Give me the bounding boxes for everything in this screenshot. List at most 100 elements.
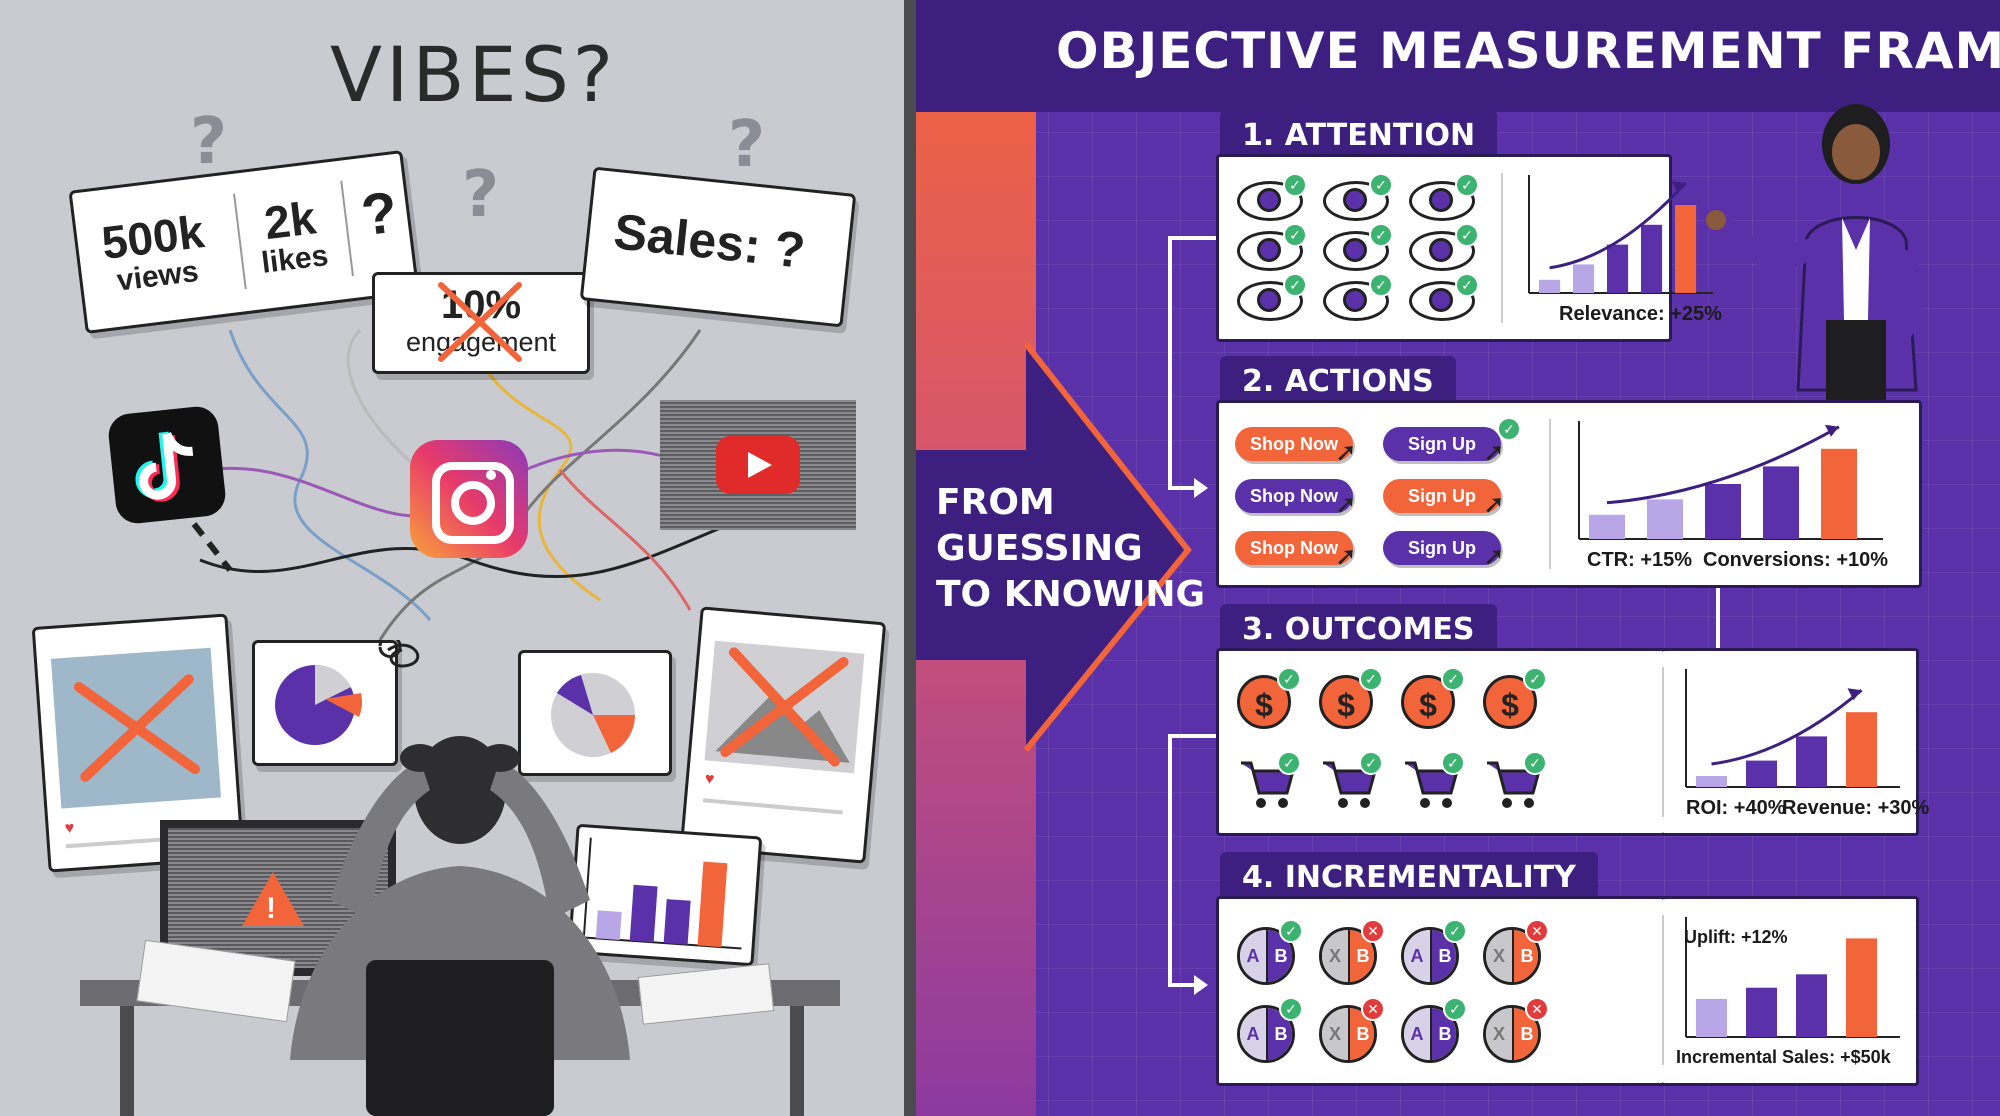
pie-chart-icon — [275, 664, 362, 745]
cursor-icon: ➚ — [1483, 541, 1505, 571]
chart-bar — [1647, 499, 1683, 539]
ctr-metric: CTR: +15% — [1587, 549, 1693, 571]
chaos-panel: VIBES? ? ? ? 500k views 2k likes ? 10% e… — [0, 0, 904, 1116]
outcome-icon-grid: $✓✓$✓✓$✓✓$✓✓ — [1237, 665, 1557, 825]
stage-tag-attention: 1. ATTENTION — [1220, 110, 1498, 159]
check-icon: ✓ — [1369, 273, 1393, 297]
stage-panel-attention: ✓✓✓✓✓✓✓✓✓ Relevance: +25% — [1216, 154, 1722, 342]
check-icon: ✓ — [1283, 173, 1307, 197]
question-mark: ? — [190, 105, 228, 179]
chart-bar — [1846, 712, 1877, 787]
stage-panel-actions: Shop Now➚Sign Up➚Shop Now➚Sign Up➚Shop N… — [1216, 400, 1922, 588]
check-icon: ✓ — [1359, 667, 1383, 691]
tiktok-icon — [106, 404, 228, 526]
chart-bar — [1796, 736, 1827, 787]
cross-icon: ✕ — [1361, 919, 1385, 943]
check-icon: ✓ — [1369, 173, 1393, 197]
cta-button[interactable]: Sign Up — [1383, 531, 1501, 565]
trend-arrow — [1606, 425, 1840, 505]
likes-value: 2k — [261, 191, 319, 250]
incrementality-bar-chart — [1685, 917, 1900, 1038]
sales-label: Sales: ? — [611, 203, 808, 279]
cta-button[interactable]: Sign Up — [1383, 427, 1501, 461]
check-icon: ✓ — [1455, 273, 1479, 297]
trend-arrow-head — [1847, 688, 1862, 701]
cta-button[interactable]: Shop Now — [1235, 479, 1353, 513]
broken-link-icon — [191, 522, 233, 572]
youtube-icon — [716, 436, 800, 494]
transition-line: FROM — [936, 482, 1055, 523]
social-post-card: ♥ — [679, 606, 887, 864]
warning-icon — [242, 872, 304, 926]
cta-button[interactable]: Shop Now — [1235, 427, 1353, 461]
youtube-static-screen — [660, 400, 856, 530]
presenter-woman — [1706, 104, 1925, 400]
cursor-icon: ➚ — [1335, 437, 1357, 467]
bar-chart-icon — [582, 837, 742, 950]
conversions-metric: Conversions: +10% — [1703, 549, 1889, 571]
chart-bar — [1696, 776, 1727, 787]
chart-bar — [1763, 466, 1799, 539]
cta-button-grid: Shop Now➚Sign Up➚Shop Now➚Sign Up➚Shop N… — [1235, 417, 1535, 577]
eye-icon — [1237, 231, 1303, 271]
shopping-cart-icon — [1241, 761, 1295, 808]
incrementality-chart-panel: Uplift: +12% Incremental Sales: +$50k — [1662, 896, 1919, 1086]
chart-bar — [1573, 264, 1595, 293]
cursor-icon: ➚ — [1335, 541, 1357, 571]
warning-glyph: ! — [266, 892, 276, 925]
transition-arrow — [916, 342, 1192, 752]
cross-out-icon — [438, 282, 522, 362]
heart-icon: ♥ — [704, 770, 716, 789]
check-icon: ✓ — [1441, 667, 1465, 691]
cursor-icon: ➚ — [1335, 489, 1357, 519]
stage-tag-incrementality: 4. INCREMENTALITY — [1220, 852, 1598, 901]
cross-icon: ✕ — [1361, 997, 1385, 1021]
engagement-card: 10% engagement — [372, 272, 590, 374]
uplift-metric: Uplift: +12% — [1684, 927, 1788, 947]
revenue-metric: Revenue: +30% — [1782, 797, 1930, 819]
cta-button[interactable]: Shop Now — [1235, 531, 1353, 565]
chart-bar — [1696, 998, 1727, 1037]
chart-bar — [1539, 279, 1561, 293]
pie-chart-bubble — [518, 650, 672, 776]
stage-tag-actions: 2. ACTIONS — [1220, 356, 1456, 405]
stage-tag-outcomes: 3. OUTCOMES — [1220, 604, 1497, 653]
outcomes-bar-chart — [1685, 669, 1900, 788]
framework-panel: OBJECTIVE MEASUREMENT FRAMEWORK FROM GUE… — [916, 0, 2000, 1116]
check-icon: ✓ — [1523, 667, 1547, 691]
broken-image-icon — [715, 647, 850, 767]
cursor-icon: ➚ — [1483, 489, 1505, 519]
chart-bar — [1796, 974, 1827, 1037]
bar-chart-card — [567, 823, 763, 967]
chart-bar — [1641, 224, 1663, 293]
check-icon: ✓ — [1443, 997, 1467, 1021]
trend-arrow-head — [1824, 424, 1839, 437]
likes-label: likes — [259, 238, 330, 280]
cross-icon: ✕ — [1525, 919, 1549, 943]
check-icon: ✓ — [1283, 223, 1307, 247]
engagement-label: engagement — [405, 327, 557, 357]
check-icon: ✓ — [1455, 173, 1479, 197]
check-icon: ✓ — [1277, 667, 1301, 691]
chart-bar — [1846, 938, 1877, 1037]
relevance-metric: Relevance: +25% — [1559, 303, 1722, 325]
framework-title: OBJECTIVE MEASUREMENT FRAMEWORK — [1056, 22, 2000, 80]
cross-out-icon — [73, 674, 200, 782]
transition-line: GUESSING — [936, 528, 1143, 569]
roi-metric: ROI: +40% — [1686, 797, 1786, 819]
trend-arrow — [1711, 689, 1863, 766]
check-icon: ✓ — [1359, 751, 1383, 775]
unknown-stat: ? — [357, 179, 401, 249]
heart-icon: ♥ — [64, 819, 75, 838]
cta-button[interactable]: Sign Up — [1383, 479, 1501, 513]
chart-bar — [1705, 484, 1741, 539]
trend-arrow-head — [1671, 181, 1686, 193]
stage-panel-outcomes: $✓✓$✓✓$✓✓$✓✓ — [1216, 648, 1672, 836]
pie-chart-bubble — [252, 640, 398, 766]
eye-icon — [1323, 231, 1389, 271]
cursor-icon: ➚ — [1483, 437, 1505, 467]
